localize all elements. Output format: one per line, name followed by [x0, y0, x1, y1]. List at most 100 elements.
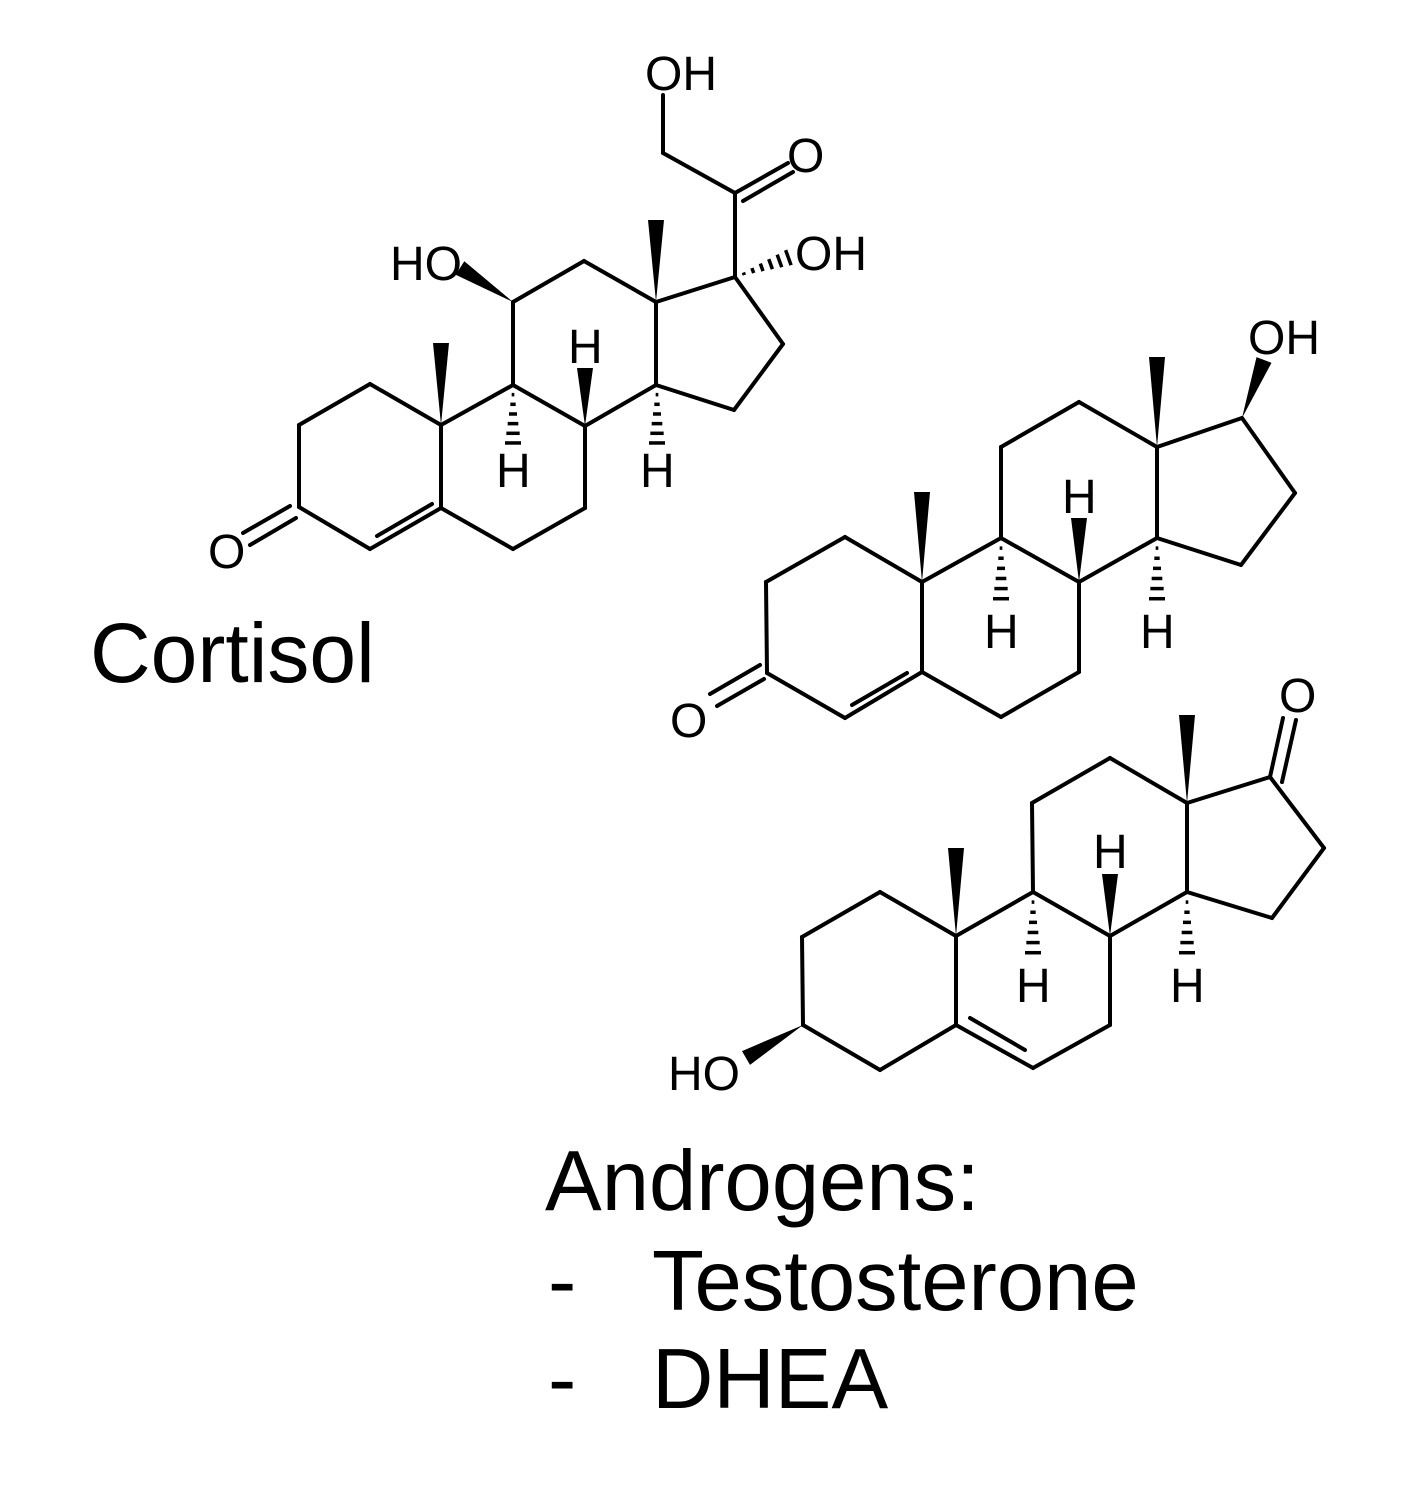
- single-bond: [732, 342, 785, 412]
- cortisol-caption: Cortisol: [90, 606, 375, 700]
- single-bond: [764, 580, 769, 675]
- double-bond-line: [733, 161, 790, 195]
- single-bond: [954, 890, 1035, 938]
- single-bond: [1031, 1023, 1112, 1070]
- wedge-bond: [455, 261, 513, 302]
- double-bond-line: [741, 170, 795, 203]
- atom-label: H: [640, 445, 675, 498]
- atom-label: H: [1016, 960, 1051, 1013]
- atom-label: H: [1170, 960, 1205, 1013]
- single-bond: [1185, 775, 1272, 805]
- atom-label: H: [984, 606, 1019, 659]
- single-bond: [999, 400, 1081, 449]
- list-item-dhea: - DHEA: [548, 1332, 888, 1427]
- dhea-structure: O H H H HO: [668, 670, 1326, 1101]
- atom-label: OH: [795, 228, 867, 281]
- atom-label: H: [496, 445, 531, 498]
- single-bond: [1030, 801, 1035, 894]
- single-bond: [511, 383, 587, 428]
- single-bond: [801, 1023, 882, 1072]
- wedge-bond: [948, 848, 964, 936]
- single-bond: [654, 275, 737, 304]
- single-bond: [511, 259, 586, 304]
- atom-label: HO: [668, 1048, 740, 1101]
- single-bond: [1268, 716, 1285, 779]
- single-bond: [297, 505, 372, 551]
- single-bond: [878, 890, 958, 938]
- single-bond: [800, 890, 882, 939]
- atom-label: O: [208, 526, 245, 579]
- single-bond: [1031, 890, 1112, 938]
- single-bond: [954, 1023, 1035, 1070]
- single-bond: [878, 1023, 958, 1072]
- single-bond: [1108, 890, 1189, 938]
- atom-label: OH: [645, 48, 717, 101]
- single-bond: [999, 670, 1081, 719]
- double-bond-line: [1280, 718, 1298, 784]
- list-item-label: DHEA: [652, 1332, 888, 1427]
- single-bond: [1077, 536, 1159, 584]
- list-bullet: -: [548, 1332, 576, 1427]
- atom-label: H: [568, 321, 603, 374]
- single-bond: [439, 383, 515, 427]
- hash-bond-segment: [758, 262, 765, 272]
- atom-label: H: [1062, 471, 1097, 524]
- wedge-bond: [433, 343, 449, 425]
- atom-label: O: [787, 130, 824, 183]
- testosterone-structure: OH H H H O: [670, 312, 1320, 748]
- single-bond: [654, 383, 736, 412]
- single-bond: [368, 506, 443, 551]
- double-bond-line: [375, 502, 434, 538]
- wedge-bond: [1102, 874, 1118, 936]
- single-bond: [1239, 491, 1297, 567]
- atom-label: H: [1093, 826, 1128, 879]
- wedge-bond: [577, 368, 593, 426]
- wedge-bond: [1071, 518, 1087, 582]
- hash-bond-segment: [775, 254, 784, 268]
- atom-label: H: [1140, 606, 1175, 659]
- single-bond: [1240, 416, 1297, 495]
- double-bond-line: [708, 663, 762, 696]
- atom-label: HO: [390, 238, 462, 291]
- wedge-bond: [1149, 357, 1165, 447]
- single-bond: [843, 670, 924, 720]
- wedge-bond: [914, 492, 930, 582]
- single-bond: [1077, 400, 1159, 449]
- wedge-bond: [741, 1025, 803, 1065]
- single-bond: [583, 383, 658, 428]
- single-bond: [1268, 775, 1326, 850]
- hash-bond-segment: [783, 249, 793, 266]
- single-bond: [733, 275, 785, 346]
- double-bond-line: [248, 516, 298, 547]
- wedge-bond: [1179, 715, 1195, 803]
- atom-label: O: [1279, 670, 1316, 723]
- list-item-testosterone: - Testosterone: [548, 1234, 1139, 1329]
- single-bond: [1155, 416, 1244, 449]
- single-bond: [764, 535, 847, 584]
- single-bond: [920, 536, 1003, 584]
- atom-label: OH: [1248, 312, 1320, 365]
- androgens-list: - Testosterone - DHEA: [548, 1234, 1139, 1427]
- single-bond: [1155, 536, 1243, 567]
- atom-label: O: [670, 695, 707, 748]
- single-bond: [368, 382, 443, 427]
- single-bond: [439, 506, 515, 551]
- hash-bond-segment: [750, 267, 756, 274]
- double-bond-line: [850, 671, 909, 707]
- double-bond-line: [715, 677, 766, 708]
- double-bond-line: [241, 504, 292, 535]
- single-bond: [511, 506, 587, 551]
- hash-bond-segment: [767, 258, 775, 270]
- single-bond: [999, 536, 1081, 584]
- double-bond-line: [968, 1016, 1027, 1052]
- list-item-label: Testosterone: [652, 1234, 1139, 1329]
- wedge-bond: [648, 220, 664, 302]
- androgens-heading: Androgens:: [545, 1134, 980, 1229]
- single-bond: [1185, 890, 1274, 920]
- single-bond: [1108, 756, 1189, 805]
- list-bullet: -: [548, 1234, 576, 1329]
- single-bond: [1030, 756, 1112, 805]
- single-bond: [582, 259, 658, 304]
